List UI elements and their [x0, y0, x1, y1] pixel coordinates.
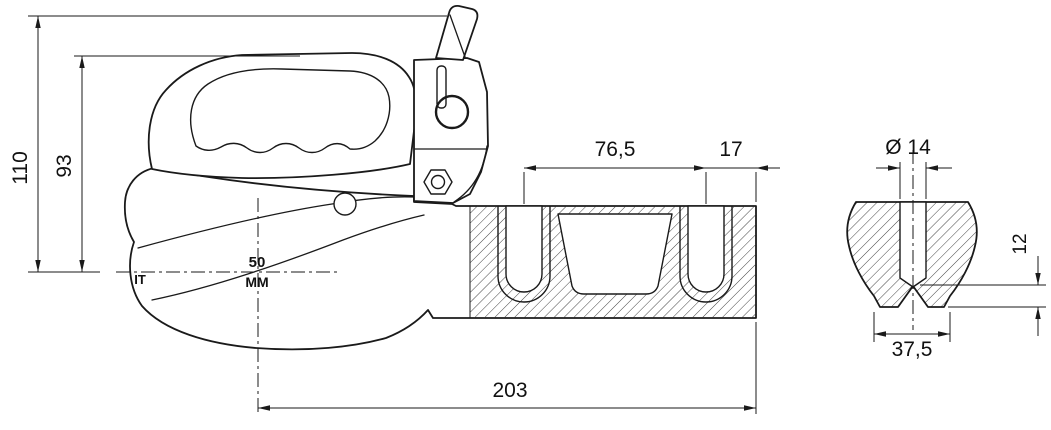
bolt-slot-right	[687, 205, 725, 293]
dim-label-slot-pitch: 76,5	[595, 138, 636, 161]
ball-section-view	[846, 150, 978, 330]
dimension-slot-pitch: 76,5	[523, 138, 707, 204]
dimension-slot-to-end: 17	[706, 138, 780, 202]
dimension-overall-height: 110	[9, 15, 447, 273]
dim-label-slot-to-end: 17	[719, 138, 742, 161]
bolt-boss-right	[679, 206, 733, 303]
body-ridge-line-lower	[151, 214, 425, 301]
dim-label-overall-height: 110	[9, 151, 32, 184]
pull-ring	[434, 94, 470, 130]
head-jaw-curve	[453, 145, 488, 203]
ball-size-stamp: 50	[249, 254, 266, 271]
ball-unit-stamp: MM	[245, 274, 268, 290]
dimension-bore-diameter: Ø 14	[876, 136, 952, 199]
body-ridge-line-upper	[137, 196, 415, 249]
bolt-slot-left	[505, 205, 543, 293]
dim-label-base-width: 37,5	[892, 338, 933, 361]
dim-label-body-height: 93	[53, 154, 76, 177]
dim-label-bore-diameter: Ø 14	[885, 136, 931, 159]
bolt-boss-left	[497, 206, 551, 303]
body-hole	[333, 192, 357, 216]
dimension-overall-length: 203	[258, 322, 757, 414]
dim-label-recess-depth: 12	[1010, 233, 1031, 254]
dimension-recess-depth: 12	[920, 233, 1046, 336]
hex-nut	[423, 169, 453, 195]
hex-nut-bore	[430, 174, 446, 190]
handle-grip-hole	[189, 68, 391, 154]
rail-pocket	[557, 213, 673, 295]
cast-mark: IT	[134, 272, 146, 287]
dimension-base-width: 37,5	[873, 312, 951, 361]
dim-label-overall-length: 203	[492, 379, 527, 402]
coupling-side-view: 50 MM IT	[116, 4, 757, 414]
safety-latch-inner-line	[449, 14, 466, 58]
dimension-body-height: 93	[53, 55, 300, 272]
